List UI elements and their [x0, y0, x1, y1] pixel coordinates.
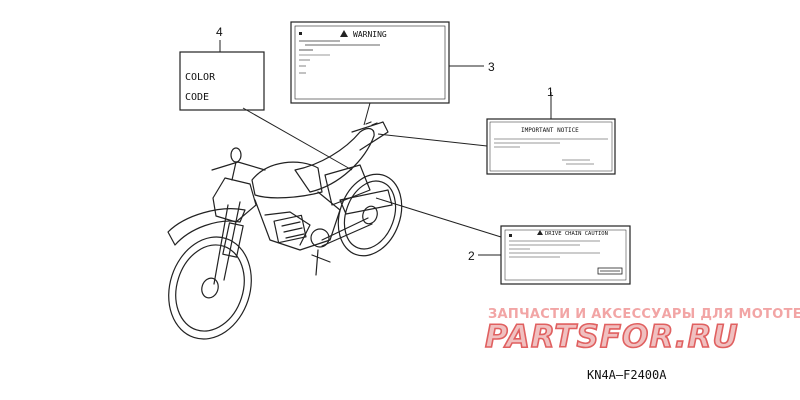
color-label-line1: COLOR [185, 72, 216, 83]
warning-label: WARNING [290, 21, 450, 104]
motorcycle-illustration [167, 121, 403, 340]
leader-lines [242, 102, 502, 238]
color-code-label: COLOR CODE [179, 51, 265, 111]
color-label-line2: CODE [185, 92, 209, 103]
callout-3: 3 [488, 60, 495, 74]
callout-4: 4 [216, 25, 223, 39]
drive-chain-caution-label: DRIVE CHAIN CAUTION [500, 225, 631, 285]
caution-title: DRIVE CHAIN CAUTION [545, 231, 608, 237]
watermark-logo: PARTSFOR.RU [485, 319, 739, 355]
callout-1: 1 [547, 85, 554, 99]
warning-title: WARNING [353, 30, 387, 39]
callout-2: 2 [468, 249, 475, 263]
watermark-tagline: ЗАПЧАСТИ И АКСЕССУАРЫ ДЛЯ МОТОТЕХНИКИ [488, 307, 800, 322]
diagram-code: KN4A—F2400A [587, 368, 667, 382]
notice-title: IMPORTANT NOTICE [521, 127, 579, 134]
important-notice-label: IMPORTANT NOTICE [486, 118, 616, 175]
